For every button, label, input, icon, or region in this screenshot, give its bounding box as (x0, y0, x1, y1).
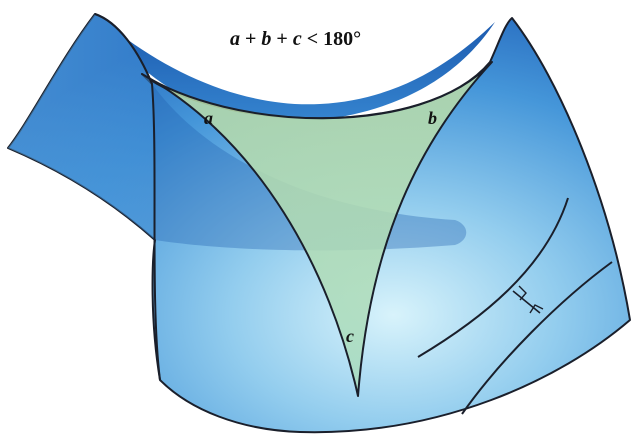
formula-b: b (261, 28, 272, 50)
formula-relation: < 180° (301, 28, 362, 50)
formula-c: c (292, 28, 302, 50)
vertex-label-c: c (346, 326, 354, 346)
vertex-label-a: a (204, 108, 213, 128)
hyperbolic-triangle (141, 61, 493, 397)
right-angle-mark-upper (518, 285, 527, 301)
saddle-left-edge (94, 13, 161, 381)
formula-plus-1: + (240, 28, 262, 50)
formula-a: a (230, 28, 240, 50)
vertex-label-b: b (428, 108, 437, 128)
geodesic-line-lower (461, 261, 613, 415)
common-perpendicular (512, 290, 541, 314)
saddle-back-surface (95, 14, 495, 122)
angle-sum-formula: a + b + c < 180° (230, 28, 410, 56)
saddle-left-wing (8, 14, 156, 240)
formula-plus-2: + (271, 28, 293, 50)
right-angle-mark-lower (529, 304, 544, 314)
geodesic-line-upper (417, 197, 569, 358)
saddle-fold-shadow (152, 84, 467, 251)
